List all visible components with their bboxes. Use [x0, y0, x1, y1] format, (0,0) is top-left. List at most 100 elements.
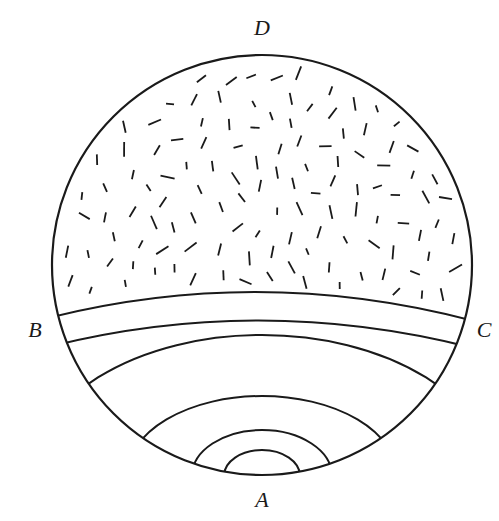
texture-dash [234, 145, 243, 148]
texture-dash [410, 271, 420, 275]
texture-dash [185, 162, 187, 170]
texture-dash [428, 252, 429, 261]
texture-dash [198, 185, 202, 194]
texture-dash [319, 145, 331, 147]
arc-line [30, 335, 494, 521]
texture-dash [185, 243, 197, 252]
texture-dash [297, 135, 301, 146]
texture-dash [172, 222, 175, 232]
arc-line [127, 396, 397, 521]
texture-dash [339, 282, 341, 289]
texture-dash [337, 156, 340, 167]
texture-dash [297, 202, 303, 215]
texture-dash [256, 156, 258, 170]
texture-dash [449, 264, 462, 271]
texture-dash [232, 172, 240, 184]
texture-dash [343, 128, 344, 138]
texture-dash [104, 212, 106, 222]
texture-dash [259, 180, 261, 192]
texture-dash [356, 184, 359, 195]
texture-dash [96, 154, 98, 165]
texture-dash [132, 261, 134, 269]
texture-dash [432, 174, 437, 184]
texture-dash [353, 97, 355, 111]
texture-dash [173, 264, 175, 273]
texture-dash [271, 246, 273, 258]
texture-dash [103, 183, 107, 191]
texture-dash [276, 167, 278, 179]
texture-dash [328, 262, 331, 272]
texture-dash [355, 202, 356, 216]
texture-dash [267, 272, 273, 281]
texture-dash [161, 176, 175, 179]
dash-texture [66, 66, 462, 301]
texture-dash [201, 118, 203, 126]
texture-dash [212, 161, 213, 172]
texture-dash [306, 248, 309, 254]
texture-dash [191, 212, 196, 223]
point-label: C [477, 319, 492, 341]
texture-dash [123, 121, 126, 133]
texture-dash [329, 86, 332, 95]
texture-dash [154, 145, 160, 155]
texture-dash [305, 164, 308, 171]
texture-dash [132, 170, 134, 179]
texture-dash [130, 207, 136, 217]
texture-dash [218, 244, 221, 256]
texture-dash [233, 223, 243, 231]
texture-dash [382, 269, 385, 280]
texture-dash [228, 119, 231, 130]
texture-dash [369, 240, 380, 248]
texture-dash [139, 240, 143, 248]
outer-circle [52, 55, 472, 475]
texture-dash [394, 122, 400, 127]
texture-dash [191, 94, 197, 105]
texture-dash [87, 250, 89, 258]
texture-dash [160, 197, 167, 207]
texture-dash [125, 280, 126, 287]
texture-dash [197, 75, 206, 82]
texture-dash [398, 222, 409, 225]
texture-dash [390, 141, 394, 153]
texture-dash [364, 123, 367, 135]
texture-dash [328, 108, 336, 119]
texture-dash [288, 261, 295, 273]
texture-dash [151, 216, 157, 229]
texture-dash [296, 66, 301, 80]
texture-dash [107, 259, 113, 267]
texture-dash [419, 230, 421, 241]
texture-dash [360, 272, 362, 280]
texture-dash [113, 232, 115, 241]
texture-dash [307, 104, 313, 111]
texture-dash [407, 145, 418, 151]
boundary-line [40, 292, 485, 324]
texture-dash [290, 119, 292, 128]
texture-dash [248, 251, 251, 265]
texture-dash [317, 226, 321, 238]
texture-dash [290, 93, 292, 105]
texture-dash [392, 245, 393, 259]
texture-dash [166, 103, 174, 106]
texture-dash [292, 178, 295, 189]
texture-dash [226, 77, 237, 85]
texture-dash [330, 175, 335, 186]
point-label: B [28, 319, 41, 341]
texture-dash [376, 105, 378, 112]
texture-dash [278, 144, 281, 154]
texture-dash [289, 232, 292, 244]
texture-dash [250, 127, 259, 129]
texture-dash [252, 101, 255, 107]
texture-dash [270, 112, 273, 120]
texture-dash [373, 185, 382, 188]
point-label: A [255, 489, 268, 511]
texture-dash [256, 231, 260, 238]
texture-dash [276, 208, 278, 215]
texture-dash [156, 246, 168, 254]
texture-dash [452, 233, 454, 244]
texture-dash [218, 91, 221, 103]
texture-dash [329, 205, 332, 219]
texture-dash [435, 219, 438, 227]
texture-dash [154, 268, 156, 275]
texture-dash [393, 288, 400, 295]
